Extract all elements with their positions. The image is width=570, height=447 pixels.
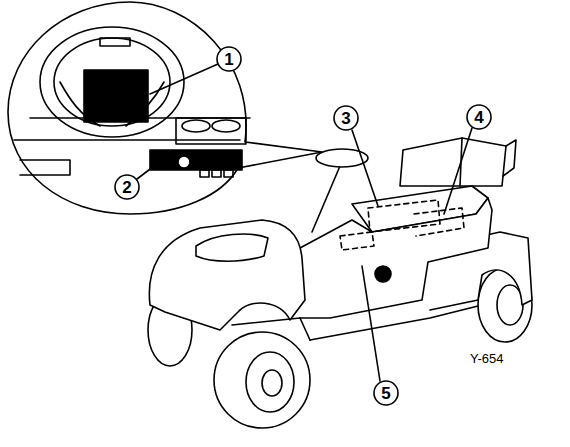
callout-number: 5 (381, 385, 390, 402)
figure-code: Y-654 (470, 352, 504, 365)
callout-number: 1 (224, 51, 233, 68)
callout-number: 3 (341, 110, 350, 127)
callout-number: 4 (474, 109, 483, 126)
dashboard-inset (8, 2, 322, 214)
callout-leaders (115, 47, 491, 405)
callout-number: 2 (122, 179, 131, 196)
